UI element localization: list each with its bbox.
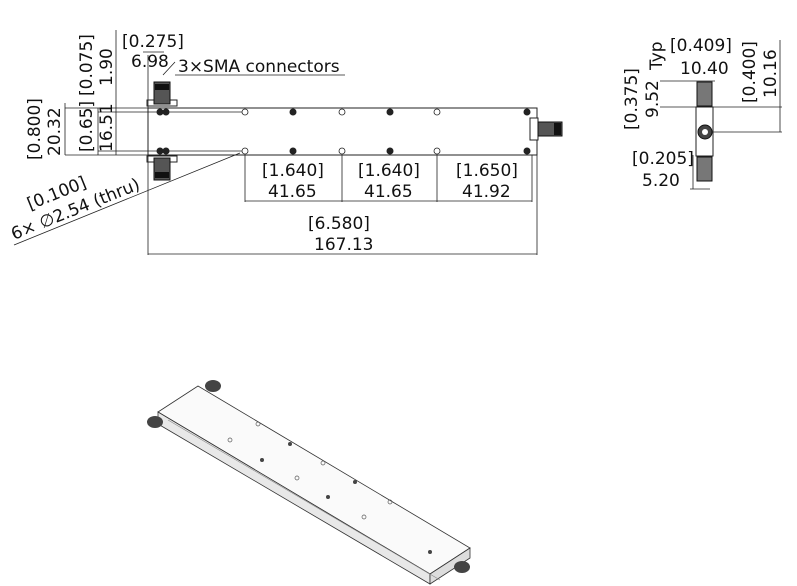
screw <box>289 147 297 155</box>
iso-connector-icon <box>205 380 221 392</box>
dim-hole-span-mm: 16.51 <box>97 103 117 152</box>
pitch-2-mm: 41.65 <box>364 182 413 202</box>
dim-width-mm: 20.32 <box>45 107 65 156</box>
typ-label: Typ <box>647 41 667 71</box>
hole <box>338 108 346 116</box>
dim-offset-in: [0.075] <box>77 34 97 96</box>
dim-width-in: [0.800] <box>25 98 45 160</box>
side-connector-top-icon <box>696 81 713 107</box>
conn-width-mm: 10.40 <box>680 59 729 79</box>
iso-top-face <box>157 385 471 575</box>
length-in: [6.580] <box>308 214 370 234</box>
connector-note: 3×SMA connectors <box>178 57 340 77</box>
pitch-1-mm: 41.65 <box>268 182 317 202</box>
conn-height-mm: 9.52 <box>643 80 663 118</box>
screw <box>523 147 531 155</box>
pitch-1-in: [1.640] <box>262 161 324 181</box>
dim-offset-mm: 1.90 <box>97 48 117 86</box>
top-view: [0.275] 6.98 3×SMA connectors [0.075] 1.… <box>8 30 563 255</box>
hole <box>338 147 346 155</box>
side-view: Typ [0.409] 10.40 [0.375] 9.52 [0.400] 1… <box>622 36 782 191</box>
length-mm: 167.13 <box>314 235 373 255</box>
screw <box>289 108 297 116</box>
sma-connector-right-icon <box>529 117 563 141</box>
iso-connector-icon <box>454 561 470 573</box>
body-outline <box>147 107 538 156</box>
dim-connector-in: [0.275] <box>122 32 184 52</box>
body-height-mm: 10.16 <box>761 49 781 98</box>
screw <box>386 147 394 155</box>
pitch-3-mm: 41.92 <box>462 182 511 202</box>
pitch-2-in: [1.640] <box>358 161 420 181</box>
conn-width-in: [0.409] <box>670 36 732 56</box>
hole <box>433 147 441 155</box>
isometric-view <box>147 380 471 585</box>
body-height-in: [0.400] <box>740 41 760 103</box>
dim-hole-span-in: [0.65] <box>77 101 97 152</box>
mounting-holes <box>241 108 531 155</box>
dim-connector-mm: 6.98 <box>131 52 169 72</box>
offset-mm: 5.20 <box>642 171 680 191</box>
conn-height-in: [0.375] <box>622 68 642 130</box>
screw <box>386 108 394 116</box>
offset-in: [0.205] <box>632 149 694 169</box>
screw <box>523 108 531 116</box>
hole <box>433 108 441 116</box>
side-connector-bottom-icon <box>696 156 713 182</box>
sma-connector-bottom-icon <box>146 147 178 181</box>
pitch-3-in: [1.650] <box>456 161 518 181</box>
iso-connector-icon <box>147 416 163 428</box>
